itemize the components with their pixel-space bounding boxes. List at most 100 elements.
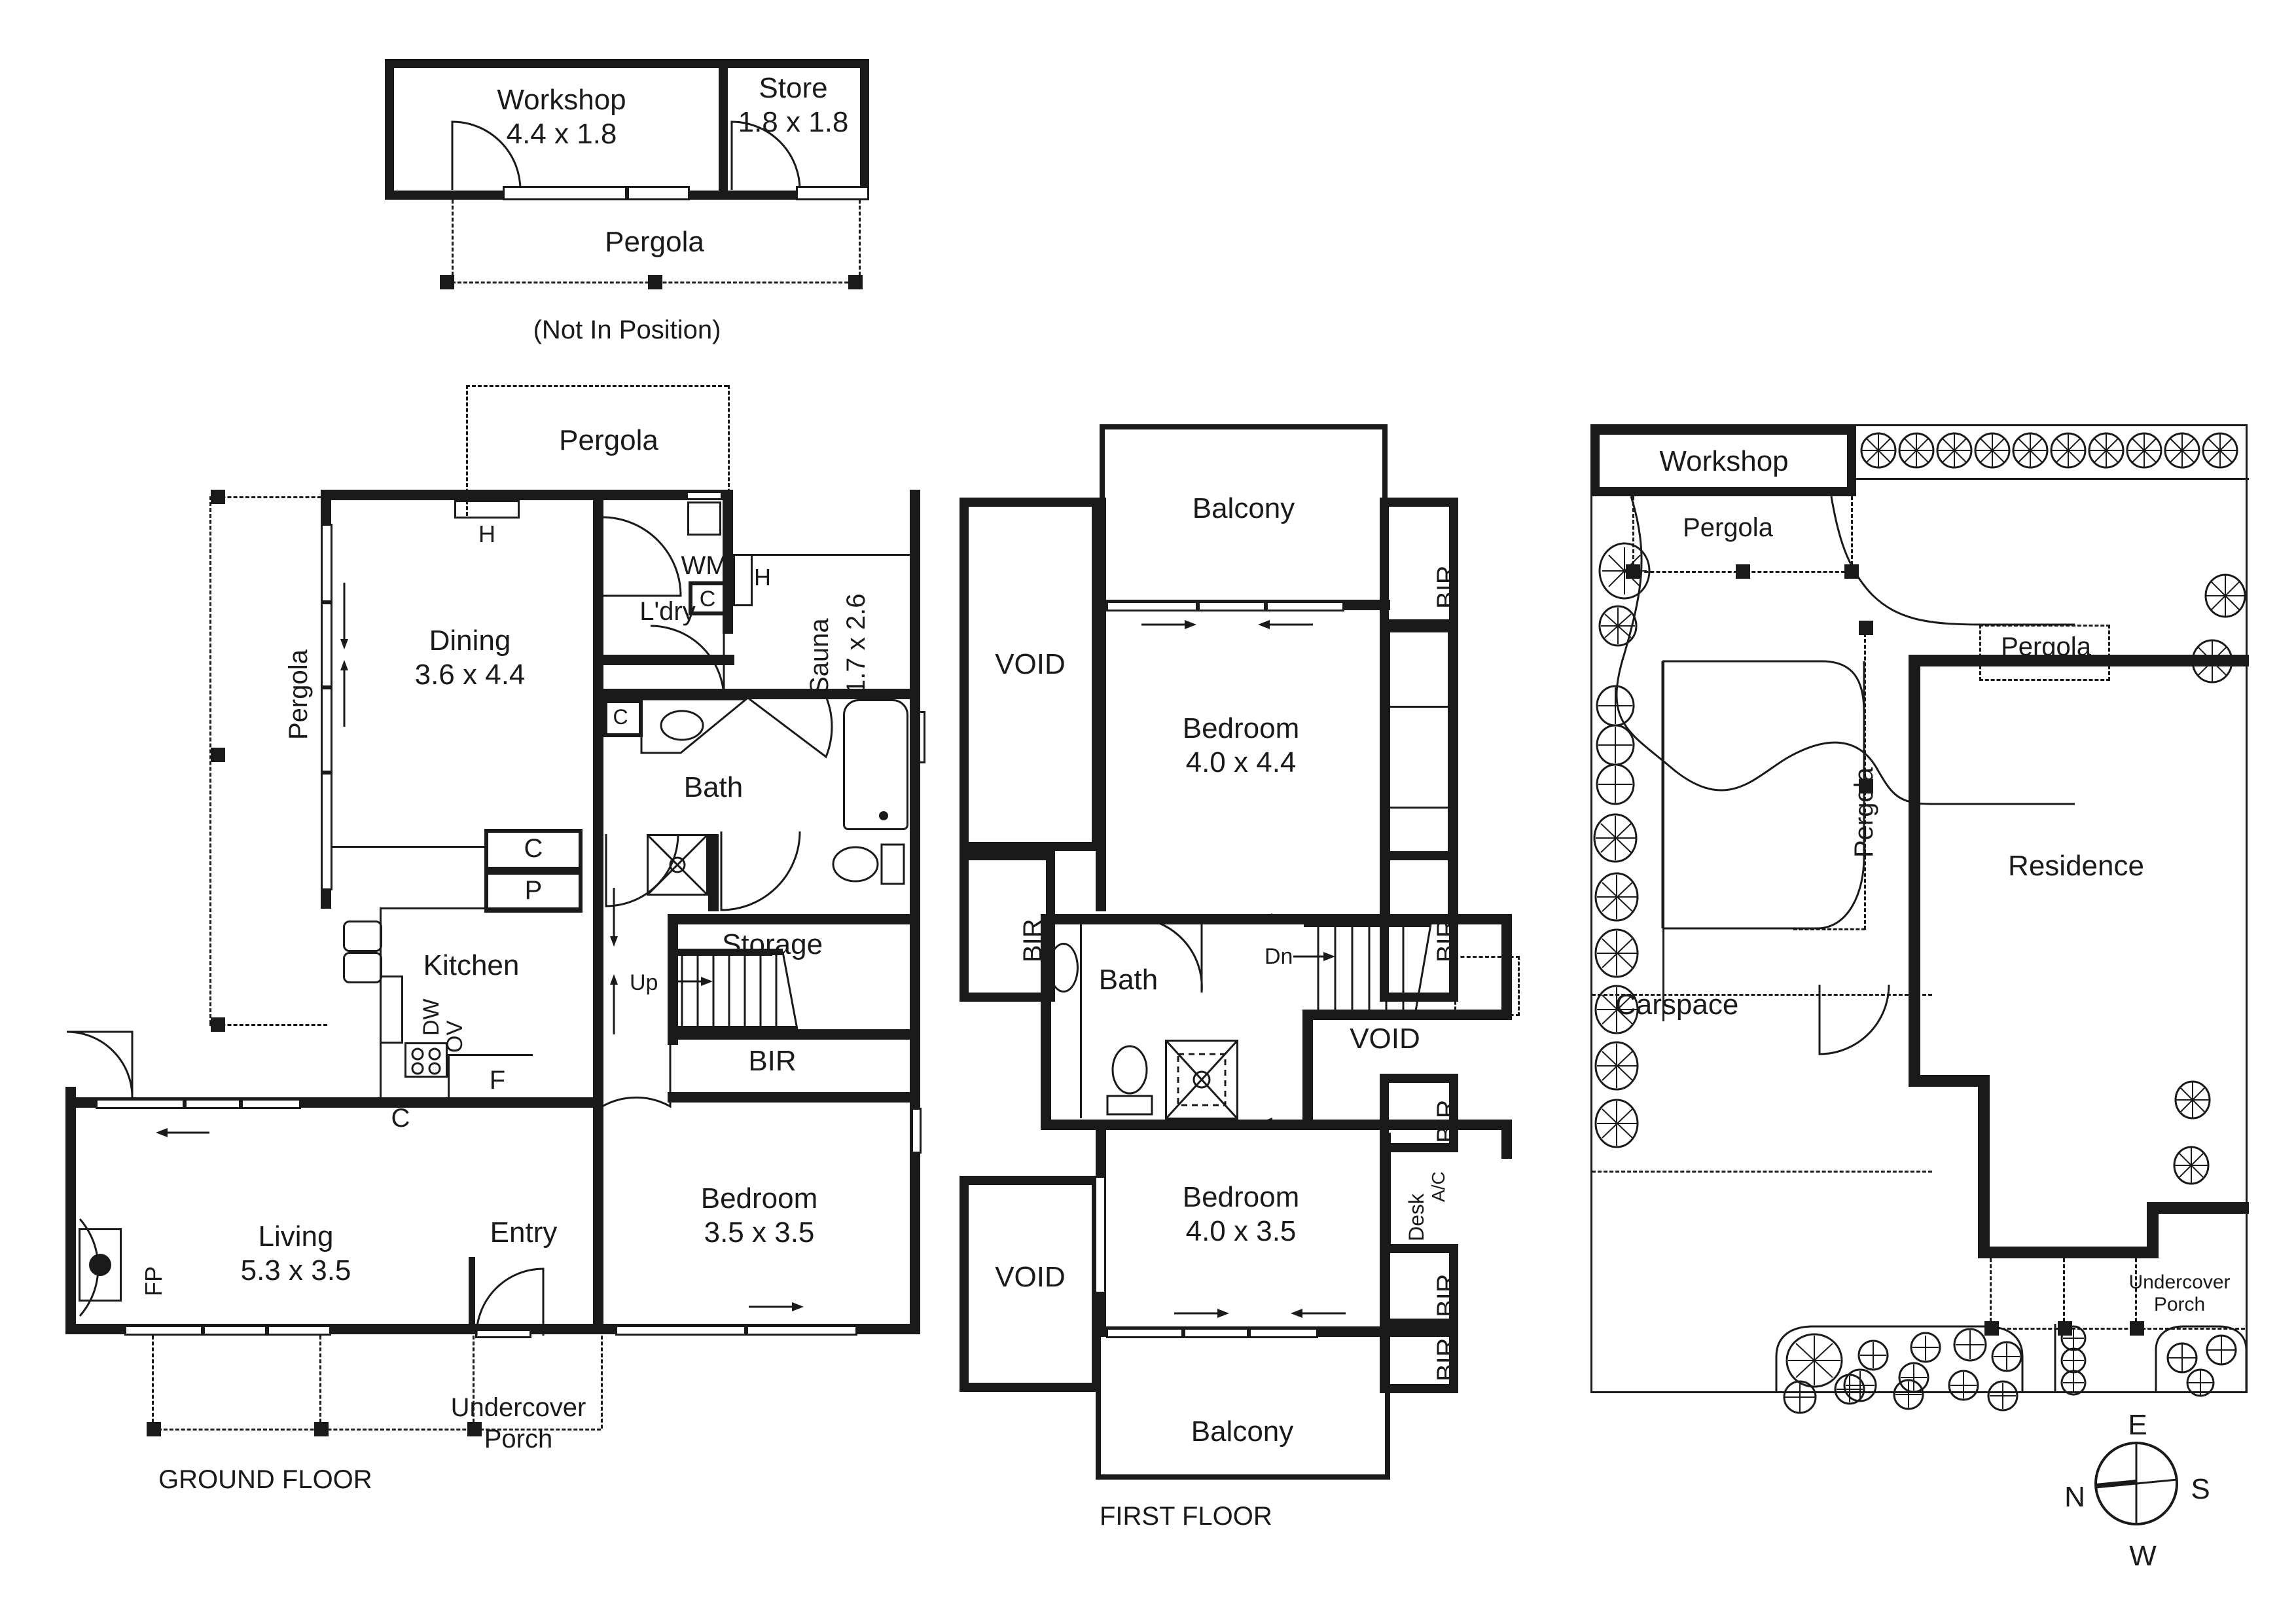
gf-pergola-left-label: Pergola xyxy=(284,649,313,740)
porch-post xyxy=(147,1422,161,1436)
not-in-position-caption: (Not In Position) xyxy=(533,316,721,344)
gf-porch-edge-b xyxy=(319,1336,321,1429)
gf-porch-edge-d xyxy=(601,1336,603,1429)
gf-living-bottom-window-c xyxy=(267,1325,331,1336)
gf-hws-sauna-label: H xyxy=(754,564,771,591)
compass-east-label: E xyxy=(2128,1409,2147,1441)
ff-bedroom1-wall-left xyxy=(1096,610,1106,911)
gf-entry-wall-left xyxy=(469,1257,475,1329)
gf-wall-top-dining xyxy=(321,490,602,500)
ff-bir-1-label: BIR xyxy=(1432,565,1461,609)
ff-balcony-bottom-left-edge xyxy=(1096,1337,1101,1480)
ff-wall-right-upper xyxy=(1448,622,1458,917)
gf-sink-bowl-2 xyxy=(343,952,382,983)
porch-post xyxy=(467,1422,482,1436)
ff-bedroom1-slider-c xyxy=(1266,601,1344,611)
gf-wall-bir-bottom xyxy=(668,1092,920,1103)
gf-bedroom-window-side xyxy=(911,1108,922,1154)
site-side-bed-plants xyxy=(2060,1325,2087,1396)
ground-floor-title: GROUND FLOOR xyxy=(158,1465,372,1494)
gf-pergola-top-left xyxy=(466,385,468,516)
gf-bedroom-window-b xyxy=(746,1325,857,1336)
gf-wall-laundry-bottom xyxy=(593,655,734,665)
gf-sauna-wall-top xyxy=(733,554,918,556)
gf-bedroom-dims: 3.5 x 3.5 xyxy=(704,1216,815,1249)
gf-porch-edge-a xyxy=(152,1336,154,1429)
site-right-shrubs xyxy=(2173,1080,2211,1185)
site-carspace-divider-bottom xyxy=(1592,1171,1932,1173)
site-workshop-label: Workshop xyxy=(1659,445,1789,477)
site-hedge-top xyxy=(1860,432,2238,469)
site-residence-label: Residence xyxy=(2008,850,2144,882)
gf-wall-bir-top xyxy=(668,1029,920,1040)
gf-sink-cupboard-label: C xyxy=(391,1104,410,1133)
gf-dining-label: Dining xyxy=(429,625,511,657)
gf-pergola-left-bottom xyxy=(209,1024,327,1026)
ff-hall-arrow-top xyxy=(1261,913,1381,922)
gf-bathtub-plug xyxy=(879,811,888,820)
ff-bir-top-right xyxy=(1380,498,1458,629)
ff-void-mid-label: VOID xyxy=(1350,1023,1420,1055)
gf-wall-storage-top xyxy=(668,914,920,924)
pergola-post xyxy=(1736,564,1750,579)
site-side-bed-divider xyxy=(2054,1324,2056,1393)
ff-shower xyxy=(1165,1040,1238,1120)
gf-wall-right-exterior xyxy=(910,490,920,1333)
pergola-post xyxy=(1859,621,1873,635)
gf-wall-storage-left xyxy=(668,914,678,1045)
ff-bath-label: Bath xyxy=(1098,964,1158,996)
porch-post xyxy=(1984,1321,1999,1336)
gf-bedroom-door-swing xyxy=(601,1037,672,1108)
gf-cooktop-burners xyxy=(411,1048,441,1075)
ff-toilet xyxy=(1106,1045,1153,1116)
ff-balcony-top-label: Balcony xyxy=(1192,492,1295,524)
ff-bedroom1-slider-a xyxy=(1106,601,1198,611)
gf-pergola-left-top xyxy=(209,496,327,498)
ff-bedroom1-wall-left-upper xyxy=(1096,498,1106,602)
gf-pergola-left-edge xyxy=(209,496,211,1024)
site-right-bed xyxy=(2155,1325,2248,1397)
gf-fridge-label: F xyxy=(489,1066,506,1095)
ff-void-top-left-label: VOID xyxy=(995,648,1066,680)
site-hedge-top-edge xyxy=(1856,478,2249,480)
ff-wall-right-step xyxy=(1501,1120,1512,1159)
gf-wc-door-swing xyxy=(720,831,801,911)
gf-vanity xyxy=(640,698,749,754)
site-pergola-top-right xyxy=(1851,496,1853,571)
gf-fireplace xyxy=(79,1228,122,1302)
gf-fireplace-label: FP xyxy=(140,1266,167,1296)
gf-pergola-top-label: Pergola xyxy=(559,424,658,456)
gf-ldry-cupboard-label: C xyxy=(699,587,716,611)
pergola-post xyxy=(848,275,863,289)
site-front-garden-bed xyxy=(1775,1325,2024,1393)
ff-shelf-line-b xyxy=(1390,807,1449,809)
ff-ac-label: A/C xyxy=(1428,1171,1448,1202)
gf-living-dims: 5.3 x 3.5 xyxy=(240,1254,351,1286)
site-pergola-vert-bottom xyxy=(1793,928,1865,930)
ff-hall-arrow-bottom xyxy=(1261,1118,1381,1127)
gf-hws-top-label: H xyxy=(478,520,495,547)
gf-sink-bowl-1 xyxy=(343,921,382,952)
ff-bedroom2-slider-b xyxy=(1183,1328,1249,1338)
gf-wall-living-left xyxy=(65,1097,76,1334)
site-garden-curve xyxy=(1615,496,2075,805)
gf-dishwasher-label: DW xyxy=(419,998,444,1036)
workshop-room-dims: 4.4 x 1.8 xyxy=(506,118,617,150)
ff-basin xyxy=(1049,943,1079,993)
gf-bath-inner-door-swing xyxy=(605,833,679,907)
ff-bir-4-label: BIR xyxy=(1432,1099,1461,1143)
gf-dishwasher xyxy=(380,976,403,1044)
porch-post xyxy=(314,1422,329,1436)
workshop-room-label: Workshop xyxy=(497,84,626,116)
gf-wm-label: WM xyxy=(681,551,728,580)
gf-dining-dims: 3.6 x 4.4 xyxy=(414,659,526,691)
site-residence-wall-left xyxy=(1909,655,1920,1087)
site-front-garden-plants xyxy=(1785,1328,2022,1402)
first-floor-title: FIRST FLOOR xyxy=(1100,1502,1272,1531)
gf-ldry-label: L'dry xyxy=(639,597,696,626)
gf-wall-wc-divider xyxy=(708,834,719,911)
pergola-post xyxy=(1844,564,1859,579)
gf-up-label: Up xyxy=(630,970,658,995)
ff-balcony-top-edge xyxy=(1100,424,1388,429)
workshop-door-swing xyxy=(451,120,522,191)
